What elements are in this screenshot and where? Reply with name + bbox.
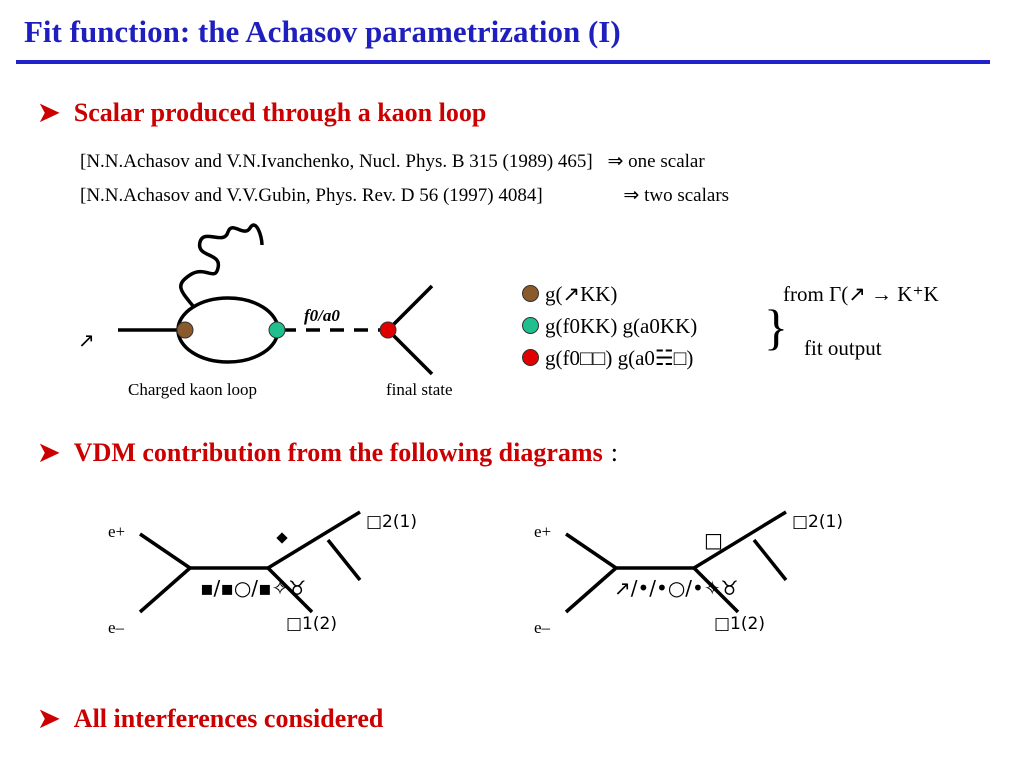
right-top-line bbox=[693, 510, 787, 570]
photon-wiggle bbox=[179, 223, 264, 308]
brown-vertex bbox=[176, 321, 194, 339]
right-square-icon: □ bbox=[704, 528, 723, 552]
left-branch-line bbox=[326, 538, 362, 582]
legend-row-2-text: g(f0KK) g(a0KK) bbox=[545, 314, 698, 338]
bullet-text: All interferences considered bbox=[73, 704, 384, 733]
legend-brace: } bbox=[764, 299, 788, 355]
bullet-arrow-icon: ➤ bbox=[38, 704, 60, 733]
left-bottom-line bbox=[266, 566, 314, 614]
final-state-line-bottom bbox=[386, 328, 434, 376]
legend-row-1-source: from Γ(↗ → K⁺K bbox=[783, 282, 939, 306]
bullet-scalar-kaon-loop: ➤ Scalar produced through a kaon loop bbox=[38, 98, 486, 128]
reference-2-text: [N.N.Achasov and V.V.Gubin, Phys. Rev. D… bbox=[80, 185, 543, 206]
legend-row-1: g(↗KK) bbox=[522, 282, 617, 307]
bullet-arrow-icon: ➤ bbox=[38, 98, 60, 127]
caption-kaon-loop: Charged kaon loop bbox=[128, 380, 258, 399]
final-state-line-top bbox=[386, 284, 434, 332]
legend-row-1-text: g(↗KK) bbox=[545, 282, 618, 306]
reference-1: [N.N.Achasov and V.N.Ivanchenko, Nucl. P… bbox=[80, 150, 705, 173]
bullet-colon: : bbox=[610, 438, 618, 467]
teal-dot-icon bbox=[522, 317, 539, 334]
legend-fit-output: fit output bbox=[804, 336, 882, 360]
legend-row-3-text: g(f0□□) g(a0☵□) bbox=[545, 346, 694, 370]
left-e-minus: e– bbox=[108, 618, 125, 637]
right-top-label: □2(1) bbox=[792, 512, 843, 532]
right-eplus-line bbox=[565, 532, 617, 570]
right-eminus-line bbox=[564, 566, 618, 614]
left-e-plus: e+ bbox=[108, 522, 126, 541]
f0-a0-label: f0/a0 bbox=[304, 306, 340, 325]
reference-2-result: ⇒ two scalars bbox=[623, 185, 730, 206]
left-bottom-label: □1(2) bbox=[286, 614, 337, 634]
red-dot-icon bbox=[522, 349, 539, 366]
bullet-arrow-icon: ➤ bbox=[38, 438, 60, 467]
left-top-line bbox=[267, 510, 361, 570]
reference-1-result: ⇒ one scalar bbox=[607, 151, 705, 172]
caption-final-state: final state bbox=[386, 380, 453, 399]
teal-vertex bbox=[268, 321, 286, 339]
right-branch-line bbox=[752, 538, 788, 582]
bullet-text: VDM contribution from the following diag… bbox=[73, 438, 603, 467]
right-bottom-label: □1(2) bbox=[714, 614, 765, 634]
slide-title: Fit function: the Achasov parametrizatio… bbox=[24, 14, 621, 49]
right-bottom-line bbox=[692, 566, 740, 614]
legend-row-2: g(f0KK) g(a0KK) bbox=[522, 314, 697, 339]
right-e-plus: e+ bbox=[534, 522, 552, 541]
legend-row-3: g(f0□□) g(a0☵□) bbox=[522, 346, 693, 371]
title-underline bbox=[16, 60, 990, 64]
phi-symbol-icon: ↗ bbox=[78, 328, 95, 352]
bullet-text: Scalar produced through a kaon loop bbox=[73, 98, 487, 127]
reference-2: [N.N.Achasov and V.V.Gubin, Phys. Rev. D… bbox=[80, 184, 729, 207]
right-mid-label: ↗/•/•○/•✧♉ bbox=[614, 576, 739, 600]
reference-1-text: [N.N.Achasov and V.N.Ivanchenko, Nucl. P… bbox=[80, 151, 593, 172]
left-top-label: □2(1) bbox=[366, 512, 417, 532]
bullet-interferences: ➤ All interferences considered bbox=[38, 704, 383, 734]
left-eminus-line bbox=[138, 566, 192, 614]
right-e-minus: e– bbox=[534, 618, 551, 637]
bullet-vdm: ➤ VDM contribution from the following dia… bbox=[38, 438, 618, 468]
left-mid-label: ▪/▪○/▪✧♉ bbox=[200, 576, 307, 600]
left-eplus-line bbox=[139, 532, 191, 570]
brown-dot-icon bbox=[522, 285, 539, 302]
red-vertex bbox=[379, 321, 397, 339]
